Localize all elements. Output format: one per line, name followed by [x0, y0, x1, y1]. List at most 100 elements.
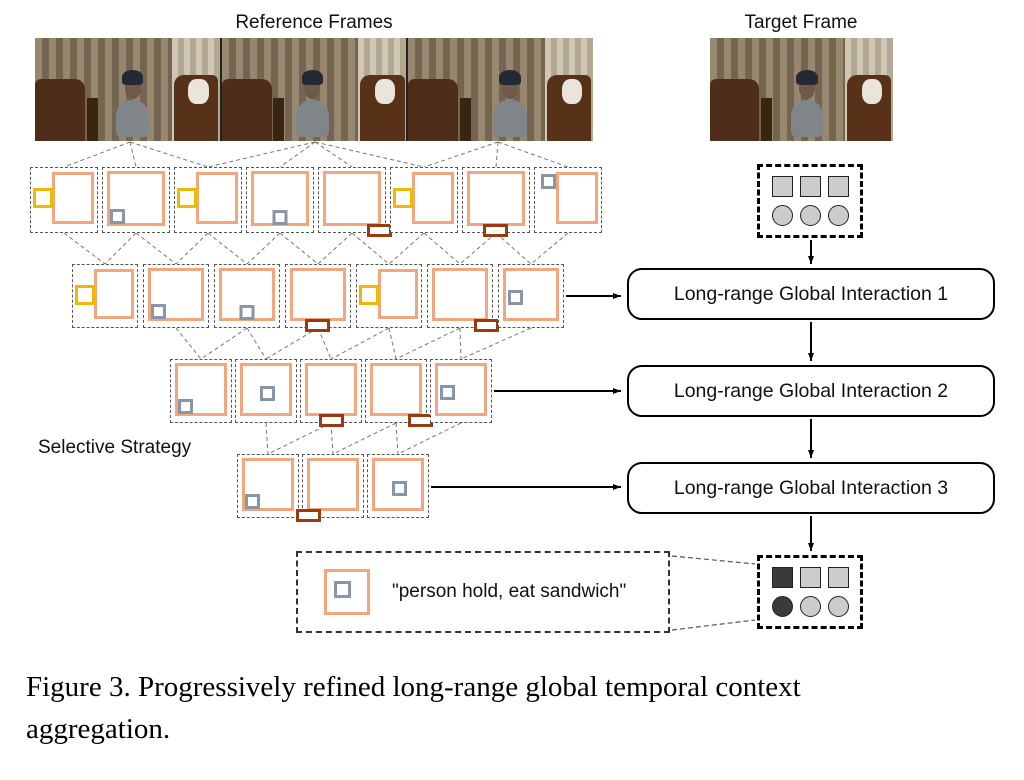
person-torso: [493, 99, 527, 137]
feature-box: [30, 167, 98, 233]
interaction-block-3: Long-range Global Interaction 3: [627, 462, 995, 514]
selection-line: [388, 232, 425, 265]
token-row: [771, 566, 849, 588]
selection-line: [330, 327, 390, 360]
reference-frame-3: [408, 38, 594, 141]
frame-region-box: [432, 268, 488, 321]
side-table: [460, 97, 472, 141]
token-square: [771, 566, 793, 588]
gray-object-marker: [260, 386, 275, 402]
sofa-left: [35, 79, 85, 141]
frame-region-box: [94, 269, 134, 319]
person-cap: [499, 70, 521, 85]
selection-line: [265, 422, 269, 455]
person-cap: [122, 70, 144, 85]
selection-line: [63, 141, 131, 168]
feature-box: [427, 264, 499, 332]
feature-box: [300, 359, 362, 427]
feature-box: [143, 264, 209, 328]
frame-region-box: [52, 172, 94, 224]
curtain-background: [221, 38, 407, 141]
token-circle: [771, 596, 793, 618]
feature-box: [356, 264, 422, 328]
person-figure: [790, 70, 824, 137]
selection-line: [330, 422, 334, 455]
feature-box: [462, 167, 530, 237]
selection-line: [207, 232, 248, 265]
yellow-object-marker: [75, 285, 95, 305]
interaction-block-2: Long-range Global Interaction 2: [627, 365, 995, 417]
pillow: [374, 79, 396, 104]
feature-box: [498, 264, 564, 328]
selection-line: [459, 232, 497, 265]
selection-line: [246, 232, 281, 265]
reference-frames-label: Reference Frames: [235, 12, 393, 33]
darkred-object-marker: [367, 224, 392, 237]
output-token-box: [757, 555, 863, 629]
token-circle: [799, 205, 821, 227]
person-figure: [116, 70, 150, 137]
selection-line: [460, 327, 532, 360]
token-row: [771, 175, 849, 197]
selection-line: [129, 141, 209, 168]
reference-frames-photo: [35, 38, 594, 141]
frame-region-box: [378, 269, 418, 319]
feature-box: [246, 167, 314, 233]
selection-line: [459, 327, 462, 360]
figure-caption: Figure 3. Progressively refined long-ran…: [26, 666, 1016, 750]
person-torso: [116, 99, 150, 137]
pillow: [188, 79, 209, 104]
frame-region-box: [467, 171, 525, 226]
gray-object-marker: [508, 289, 523, 305]
selection-line: [175, 232, 209, 265]
legend-box: "person hold, eat sandwich": [296, 551, 670, 633]
token-square: [827, 175, 849, 197]
selection-line: [317, 327, 332, 360]
curtain-background: [408, 38, 594, 141]
darkred-object-marker: [474, 319, 499, 332]
sofa-left: [221, 79, 272, 141]
gray-object-marker: [440, 384, 455, 400]
frame-region-box: [556, 172, 598, 224]
sofa-left: [408, 79, 459, 141]
feature-box: [237, 454, 299, 518]
selection-line: [314, 141, 425, 168]
legend-caption-text: "person hold, eat sandwich": [392, 581, 627, 602]
selection-line: [200, 327, 248, 360]
selection-line: [265, 327, 319, 360]
frame-region-box: [196, 172, 238, 224]
selection-line: [495, 141, 499, 168]
gray-object-marker: [110, 209, 125, 224]
frame-region-box: [307, 458, 359, 511]
feature-box: [235, 359, 297, 423]
feature-box: [390, 167, 458, 233]
feature-box: [367, 454, 429, 518]
person-figure: [493, 70, 527, 137]
feature-box: [174, 167, 242, 233]
legend-funnel-top-line: [671, 555, 756, 565]
selection-line: [332, 422, 397, 455]
pillow: [861, 79, 883, 104]
caption-line-1: Figure 3. Progressively refined long-ran…: [26, 671, 801, 703]
selection-line: [423, 232, 461, 265]
token-square: [771, 175, 793, 197]
pillow: [561, 79, 582, 104]
feature-box: [318, 167, 392, 237]
token-circle: [827, 596, 849, 618]
token-circle: [771, 205, 793, 227]
selection-line: [388, 327, 397, 360]
target-frame-label: Target Frame: [744, 12, 858, 33]
selection-line: [63, 232, 106, 265]
side-table: [761, 97, 773, 141]
target-token-box: [757, 164, 863, 238]
legend-funnel-bottom-line: [671, 619, 756, 631]
selection-line: [395, 422, 399, 455]
frame-region-box: [148, 268, 204, 321]
selection-line: [267, 422, 332, 455]
selection-line: [397, 422, 462, 455]
feature-box: [296, 454, 364, 522]
token-circle: [799, 596, 821, 618]
gray-object-marker: [245, 494, 260, 509]
yellow-object-marker: [393, 188, 413, 208]
